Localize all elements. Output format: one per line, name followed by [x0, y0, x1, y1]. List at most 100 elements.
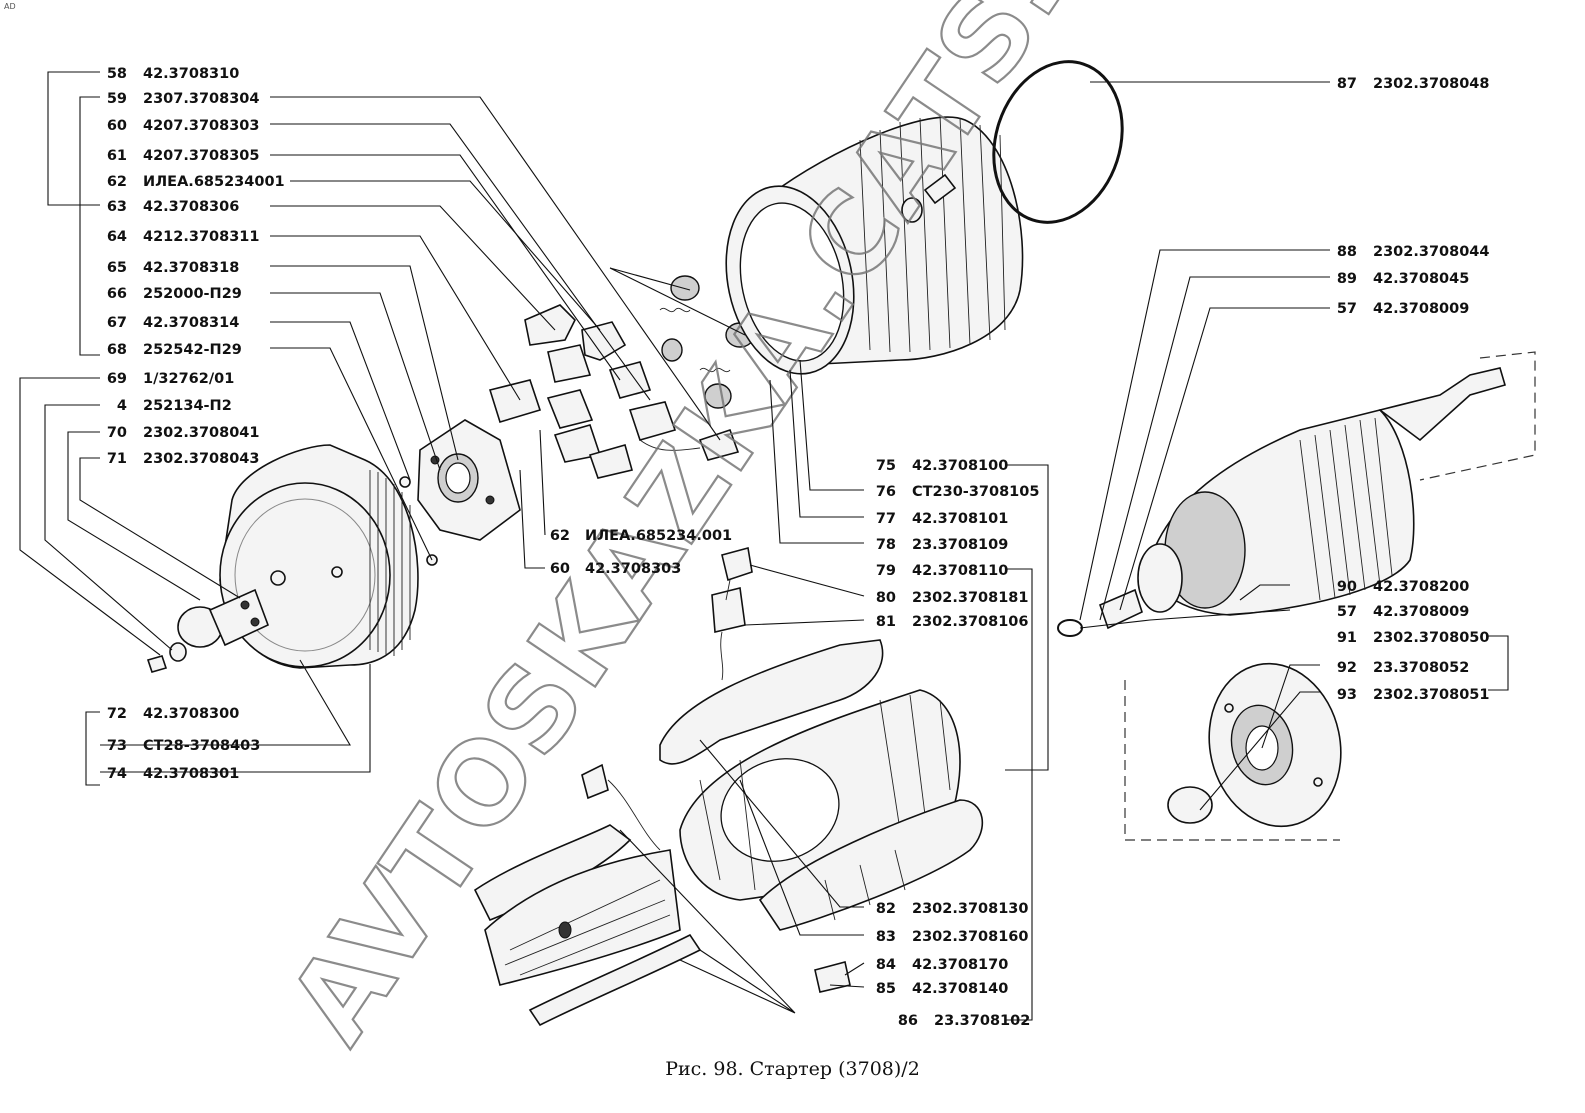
label-code: ИЛЕА.685234001 — [143, 174, 285, 190]
armature — [1057, 351, 1536, 637]
label-code: 42.3708318 — [143, 260, 239, 276]
label-num: 75 — [876, 458, 896, 474]
label-num: 70 — [107, 425, 127, 441]
label-num: 61 — [107, 148, 127, 164]
label-num: 93 — [1337, 687, 1357, 703]
label-num: 85 — [876, 981, 896, 997]
label-code: 4207.3708305 — [143, 148, 260, 164]
label-code: 42.3708140 — [912, 981, 1008, 997]
label-num: 58 — [107, 66, 127, 82]
label-code: 42.3708200 — [1373, 579, 1469, 595]
label-code: 2302.3708130 — [912, 901, 1029, 917]
parts-drawing — [146, 60, 1536, 1027]
label-code: 23.3708109 — [912, 537, 1008, 553]
label-num: 63 — [107, 199, 127, 215]
label-code: 42.3708306 — [143, 199, 239, 215]
label-code: СТ28-3708403 — [143, 738, 260, 754]
label-num: 88 — [1337, 244, 1357, 260]
labels-right: 87 2302.3708048 88 2302.3708044 89 42.37… — [1337, 76, 1490, 703]
label-num: 91 — [1337, 630, 1357, 646]
stator-housing — [725, 114, 1024, 375]
label-num: 89 — [1337, 271, 1357, 287]
label-code: 2302.3708041 — [143, 425, 260, 441]
field-coils — [581, 639, 984, 993]
label-code: 42.3708009 — [1373, 604, 1469, 620]
drive-end-housing — [219, 444, 419, 669]
label-code: 42.3708045 — [1373, 271, 1469, 287]
corner-mark: AD — [4, 2, 16, 11]
label-code: 252000-П29 — [143, 286, 242, 302]
label-code: 42.3708300 — [143, 706, 239, 722]
figure-caption: Рис. 98. Стартер (3708)/2 — [665, 1058, 920, 1080]
label-code: 23.3708052 — [1373, 660, 1469, 676]
label-num: 78 — [876, 537, 896, 553]
label-code: 42.3708301 — [143, 766, 239, 782]
label-num: 77 — [876, 511, 896, 527]
label-code: 2302.3708051 — [1373, 687, 1490, 703]
label-code: 252542-П29 — [143, 342, 242, 358]
labels-middle: 62 ИЛЕА.685234.001 60 42.3708303 75 42.3… — [550, 458, 1040, 1029]
label-num: 80 — [876, 590, 896, 606]
label-code: 42.3708110 — [912, 563, 1008, 579]
label-num: 69 — [107, 371, 127, 387]
label-code: 2302.3708043 — [143, 451, 260, 467]
label-num: 74 — [107, 766, 127, 782]
label-num: 83 — [876, 929, 896, 945]
label-num: 66 — [107, 286, 127, 302]
terminal-bolt — [711, 546, 753, 681]
label-code: 2307.3708304 — [143, 91, 260, 107]
label-code: 2302.3708050 — [1373, 630, 1490, 646]
labels-left: 58 42.3708310 59 2307.3708304 60 4207.37… — [107, 66, 285, 782]
label-code: ИЛЕА.685234.001 — [585, 528, 732, 544]
leader-lines — [19, 71, 1509, 1021]
label-code: 252134-П2 — [143, 398, 232, 414]
label-code: 23.3708102 — [934, 1013, 1030, 1029]
label-num: 86 — [898, 1013, 918, 1029]
label-code: 42.3708310 — [143, 66, 239, 82]
label-code: 42.3708100 — [912, 458, 1008, 474]
label-num: 60 — [550, 561, 570, 577]
label-num: 82 — [876, 901, 896, 917]
brush-holder-plate — [399, 419, 521, 566]
label-num: 87 — [1337, 76, 1357, 92]
label-code: 2302.3708160 — [912, 929, 1029, 945]
o-ring — [992, 60, 1124, 224]
label-num: 73 — [107, 738, 127, 754]
bushing-cap — [146, 588, 270, 673]
label-num: 76 — [876, 484, 896, 500]
brushes-cluster — [488, 275, 755, 479]
rear-cover — [1124, 662, 1342, 841]
label-code: 4207.3708303 — [143, 118, 260, 134]
label-code: 4212.3708311 — [143, 229, 260, 245]
label-num: 90 — [1337, 579, 1357, 595]
label-code: 42.3708101 — [912, 511, 1008, 527]
label-num: 72 — [107, 706, 127, 722]
label-num: 92 — [1337, 660, 1357, 676]
label-num: 81 — [876, 614, 896, 630]
label-num: 57 — [1337, 604, 1357, 620]
label-code: СТ230-3708105 — [912, 484, 1039, 500]
label-num: 57 — [1337, 301, 1357, 317]
label-code: 2302.3708048 — [1373, 76, 1490, 92]
label-code: 2302.3708044 — [1373, 244, 1490, 260]
label-num: 64 — [107, 229, 127, 245]
label-num: 67 — [107, 315, 127, 331]
label-num: 71 — [107, 451, 127, 467]
label-code: 42.3708009 — [1373, 301, 1469, 317]
label-code: 1/32762/01 — [143, 371, 234, 387]
label-num: 59 — [107, 91, 127, 107]
label-num: 62 — [550, 528, 570, 544]
label-num: 65 — [107, 260, 127, 276]
label-code: 2302.3708181 — [912, 590, 1029, 606]
label-code: 42.3708170 — [912, 957, 1008, 973]
label-num: 4 — [117, 398, 127, 414]
label-code: 42.3708314 — [143, 315, 239, 331]
label-num: 68 — [107, 342, 127, 358]
label-num: 84 — [876, 957, 896, 973]
label-num: 79 — [876, 563, 896, 579]
label-num: 60 — [107, 118, 127, 134]
label-code: 2302.3708106 — [912, 614, 1029, 630]
label-code: 42.3708303 — [585, 561, 681, 577]
label-num: 62 — [107, 174, 127, 190]
